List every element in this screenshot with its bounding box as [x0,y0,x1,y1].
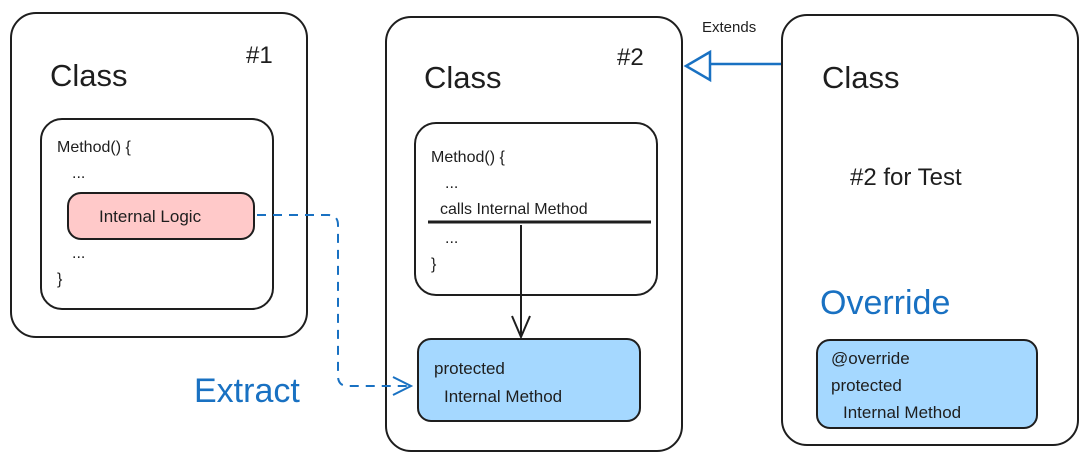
method-name: Internal Method [843,403,962,422]
closing-brace: } [431,256,437,273]
class-number: #2 [617,44,644,71]
class-box-1: Class #1 Method() { ... ... } [10,12,308,338]
closing-brace: } [57,271,63,288]
class-title: Class [424,60,502,95]
extract-label: Extract [194,372,300,410]
access-modifier: protected [831,376,902,395]
method-signature: Method() { [431,149,505,166]
extends-label: Extends [702,19,757,36]
access-modifier: protected [434,359,505,378]
method-block: Method() { ... calls Internal Method ...… [414,122,658,296]
override-label: Override [820,284,951,322]
class-number: #1 [246,42,273,69]
extracted-method-block: protected Internal Method [417,338,641,422]
class-title: Class [822,60,900,95]
class-title: Class [50,58,128,93]
internal-logic-label: Internal Logic [99,207,202,226]
override-annotation: @override [831,349,910,368]
ellipsis-line: ... [72,165,86,182]
ellipsis-line: ... [72,245,86,262]
method-signature: Method() { [57,139,131,156]
ellipsis-line: ... [445,230,459,247]
internal-call-line: calls Internal Method [440,201,588,218]
internal-logic-block: Internal Logic [67,192,255,240]
test-class-subtitle: #2 for Test [850,164,962,191]
ellipsis-line: ... [445,175,459,192]
inheritance-arrow-icon [683,49,781,83]
override-method-block: @override protected Internal Method [816,339,1038,429]
method-name: Internal Method [444,387,563,406]
